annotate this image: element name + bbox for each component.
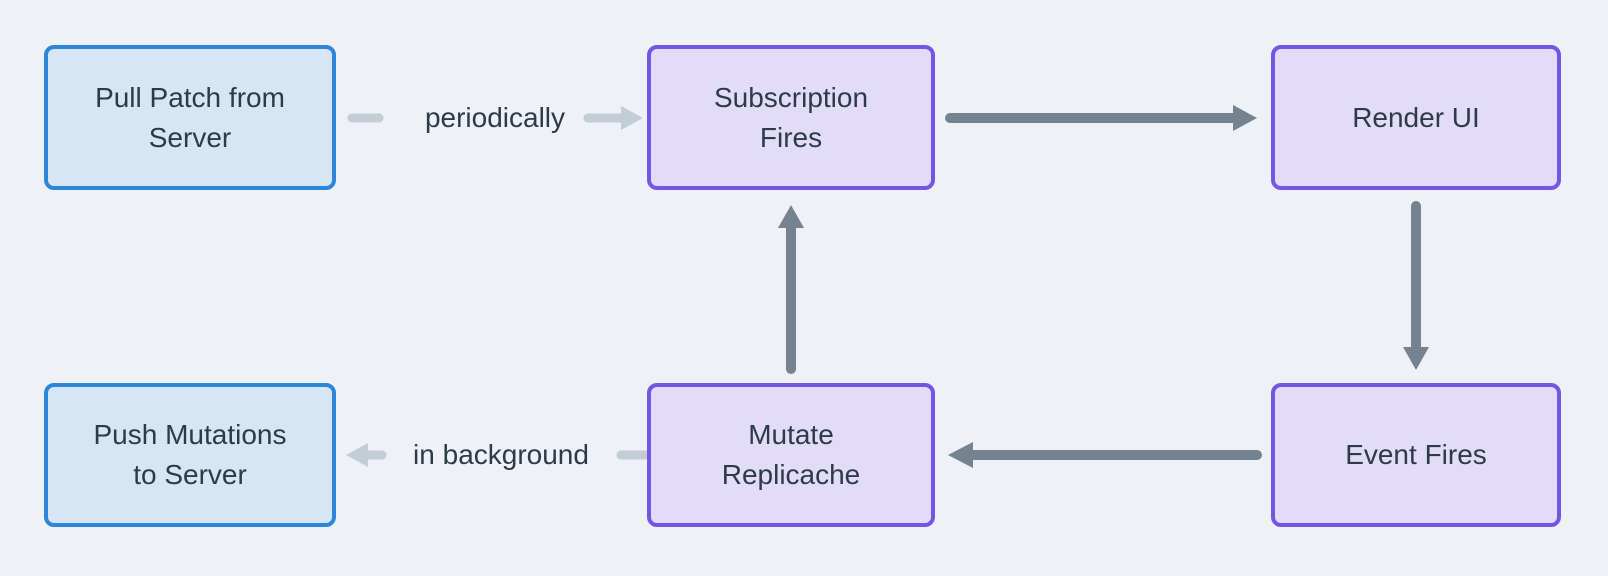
edge-render-to-event [1403, 201, 1429, 370]
edge-label-periodically: periodically [424, 102, 566, 133]
edge-sub-to-render [945, 105, 1257, 131]
edge-mutate-to-sub [778, 205, 804, 374]
node-subscription-fires: Subscription Fires [647, 45, 935, 190]
edge-event-to-mutate [948, 442, 1262, 468]
node-push-mutations-to-server: Push Mutations to Server [44, 383, 336, 527]
edge-label-in-background: in background [413, 439, 589, 470]
node-pull-patch-from-server: Pull Patch from Server [44, 45, 336, 190]
node-mutate-replicache: Mutate Replicache [647, 383, 935, 527]
node-render-ui: Render UI [1271, 45, 1561, 190]
node-event-fires: Event Fires [1271, 383, 1561, 527]
